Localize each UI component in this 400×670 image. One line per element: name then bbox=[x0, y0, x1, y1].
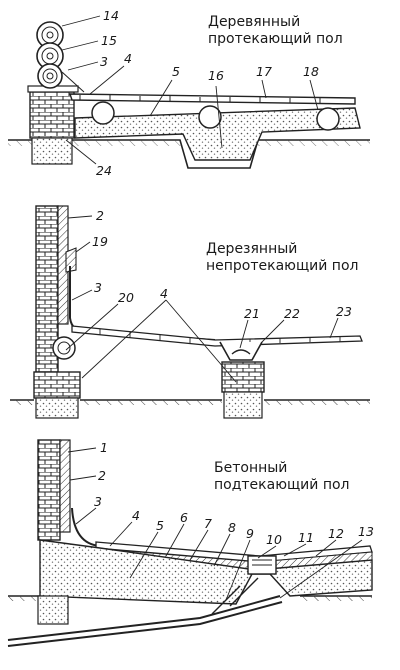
callout-18: 18 bbox=[303, 64, 319, 79]
joist-log bbox=[91, 101, 115, 125]
joist-log bbox=[198, 105, 222, 129]
callout-12: 12 bbox=[328, 526, 344, 541]
callout-4: 4 bbox=[124, 51, 132, 66]
callout-3: 3 bbox=[94, 494, 102, 509]
callout-3: 3 bbox=[94, 280, 102, 295]
callout-22: 22 bbox=[284, 306, 300, 321]
callout-24: 24 bbox=[96, 163, 112, 178]
callout-5: 5 bbox=[156, 518, 164, 533]
section-concrete-leaking: 1 2 3 4 5 6 7 8 9 10 11 bbox=[7, 439, 374, 647]
title-line: протекающий пол bbox=[208, 31, 343, 47]
callout-13: 13 bbox=[358, 524, 374, 539]
concrete-base-16 bbox=[74, 107, 361, 161]
callout-15: 15 bbox=[101, 33, 117, 48]
callout-16: 16 bbox=[208, 68, 224, 83]
section-title-concrete-leaking: Бетонный подтекающий пол bbox=[214, 460, 350, 494]
callout-14: 14 bbox=[103, 8, 119, 23]
callout-7: 7 bbox=[204, 516, 212, 531]
section-wood-non-leaking: 2 19 3 20 4 21 22 23 bbox=[10, 205, 370, 419]
callout-2: 2 bbox=[96, 208, 104, 223]
section-title-wood-leaking: Деревянный протекающий пол bbox=[208, 14, 343, 48]
callout-10: 10 bbox=[266, 532, 282, 547]
callout-19: 19 bbox=[92, 234, 108, 249]
brick-pier-24 bbox=[29, 91, 75, 139]
title-line: подтекающий пол bbox=[214, 477, 350, 493]
title-line: непротекающий пол bbox=[206, 258, 359, 274]
callouts-section-1: 14 15 3 4 5 16 17 18 24 bbox=[61, 8, 319, 178]
callout-23: 23 bbox=[336, 304, 352, 319]
title-line: Дерезянный bbox=[206, 241, 298, 257]
callouts-section-3: 1 2 3 4 5 6 7 8 9 10 11 bbox=[67, 440, 374, 601]
callout-5: 5 bbox=[172, 64, 180, 79]
stacked-logs-14 bbox=[36, 21, 64, 89]
callout-9: 9 bbox=[246, 526, 254, 541]
callout-17: 17 bbox=[256, 64, 272, 79]
callout-6: 6 bbox=[180, 510, 188, 525]
joist-log-18 bbox=[316, 107, 340, 131]
callout-1: 1 bbox=[100, 440, 108, 455]
callout-20: 20 bbox=[118, 290, 134, 305]
callout-4: 4 bbox=[132, 508, 140, 523]
floor-boards-17 bbox=[69, 93, 356, 105]
callout-11: 11 bbox=[298, 530, 314, 545]
callouts-section-2: 2 19 3 20 4 21 22 23 bbox=[65, 208, 352, 383]
callout-4: 4 bbox=[160, 286, 168, 301]
title-line: Бетонный bbox=[214, 460, 288, 476]
callout-2: 2 bbox=[98, 468, 106, 483]
section-wood-leaking: 14 15 3 4 5 16 17 18 24 bbox=[8, 8, 370, 178]
title-line: Деревянный bbox=[208, 14, 301, 30]
section-title-wood-non-leaking: Дерезянный непротекающий пол bbox=[206, 241, 358, 275]
callout-8: 8 bbox=[228, 520, 236, 535]
callout-3: 3 bbox=[100, 54, 108, 69]
callout-21: 21 bbox=[244, 306, 260, 321]
